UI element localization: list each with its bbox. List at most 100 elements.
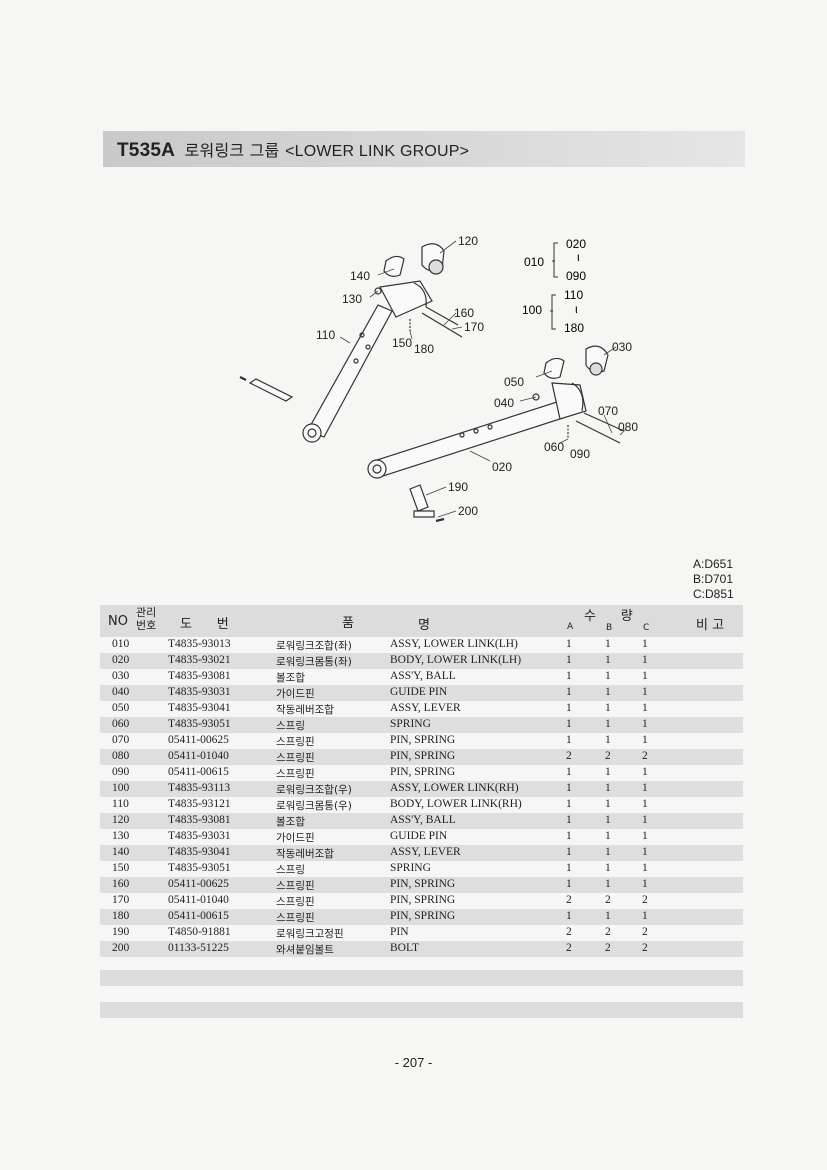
qty-c: 2 bbox=[642, 894, 648, 906]
part-index: 040 bbox=[112, 686, 130, 698]
part-name-korean: 스프링핀 bbox=[276, 912, 315, 924]
model-a: A:D651 bbox=[693, 557, 734, 571]
part-name-english: SPRING bbox=[390, 862, 431, 874]
model-c: C:D851 bbox=[693, 587, 734, 601]
part-name-english: PIN bbox=[390, 926, 409, 938]
callout-110: 110 bbox=[316, 328, 335, 342]
range-100-to: 180 bbox=[564, 321, 584, 335]
part-number: T4835-93041 bbox=[168, 846, 231, 858]
part-index: 050 bbox=[112, 702, 130, 714]
callout-140: 140 bbox=[350, 269, 370, 283]
qty-b: 2 bbox=[605, 942, 611, 954]
qty-c: 2 bbox=[642, 926, 648, 938]
range-100-sep: ι bbox=[575, 302, 578, 316]
part-name-english: BODY, LOWER LINK(RH) bbox=[390, 798, 522, 810]
leader-lines bbox=[339, 240, 627, 518]
qty-a: 1 bbox=[566, 814, 572, 826]
part-number: 05411-00625 bbox=[168, 878, 229, 890]
part-number: T4835-93031 bbox=[168, 686, 231, 698]
range-100-from: 110 bbox=[564, 288, 583, 302]
part-name-korean: 볼조합 bbox=[276, 816, 305, 828]
qty-b: 1 bbox=[605, 878, 611, 890]
header-name-1: 품 bbox=[342, 616, 354, 631]
part-name-korean: 작동레버조합 bbox=[276, 848, 334, 860]
part-number: 05411-01040 bbox=[168, 894, 229, 906]
part-name-english: PIN, SPRING bbox=[390, 734, 456, 746]
qty-c: 1 bbox=[642, 766, 648, 778]
callout-030: 030 bbox=[612, 340, 632, 354]
callout-060: 060 bbox=[544, 440, 564, 454]
part-name-english: GUIDE PIN bbox=[390, 830, 448, 842]
part-name-korean: 스프링핀 bbox=[276, 880, 315, 892]
qty-a: 1 bbox=[566, 878, 572, 890]
qty-b: 2 bbox=[605, 926, 611, 938]
part-number: T4835-93051 bbox=[168, 862, 231, 874]
part-name-english: GUIDE PIN bbox=[390, 686, 448, 698]
part-name-korean: 스프링 bbox=[276, 864, 305, 876]
part-number: T4835-93081 bbox=[168, 814, 231, 826]
qty-b: 1 bbox=[605, 670, 611, 682]
qty-b: 1 bbox=[605, 654, 611, 666]
qty-c: 1 bbox=[642, 862, 648, 874]
part-index: 100 bbox=[112, 782, 130, 794]
callout-070: 070 bbox=[598, 404, 618, 418]
header-part-number: 도 번 bbox=[180, 617, 229, 632]
part-name-english: SPRING bbox=[390, 718, 431, 730]
header-qty-b: B bbox=[606, 623, 613, 633]
part-name-english: PIN, SPRING bbox=[390, 894, 456, 906]
qty-a: 1 bbox=[566, 910, 572, 922]
part-name-english: BODY, LOWER LINK(LH) bbox=[390, 654, 522, 666]
qty-b: 1 bbox=[605, 702, 611, 714]
part-name-english: PIN, SPRING bbox=[390, 878, 456, 890]
qty-a: 1 bbox=[566, 718, 572, 730]
callout-190: 190 bbox=[448, 480, 468, 494]
qty-c: 1 bbox=[642, 670, 648, 682]
callout-020: 020 bbox=[492, 460, 512, 474]
qty-c: 1 bbox=[642, 702, 648, 714]
header-qty-c: C bbox=[643, 623, 650, 633]
qty-b: 1 bbox=[605, 830, 611, 842]
callout-170: 170 bbox=[464, 320, 484, 334]
part-name-korean: 스프링핀 bbox=[276, 768, 315, 780]
qty-a: 1 bbox=[566, 798, 572, 810]
table-footer-band-1 bbox=[100, 970, 743, 986]
header-remarks: 비 고 bbox=[696, 618, 725, 633]
part-name-korean: 로워링크고정핀 bbox=[276, 928, 344, 940]
part-name-english: PIN, SPRING bbox=[390, 910, 456, 922]
callout-080: 080 bbox=[618, 420, 638, 434]
range-010-to: 090 bbox=[566, 269, 586, 283]
part-number: 05411-00625 bbox=[168, 734, 229, 746]
part-index: 030 bbox=[112, 670, 130, 682]
part-index: 080 bbox=[112, 750, 130, 762]
part-name-korean: 작동레버조합 bbox=[276, 704, 334, 716]
group-name-english: <LOWER LINK GROUP> bbox=[285, 143, 470, 160]
title-bar bbox=[103, 131, 745, 167]
part-number: T4835-93021 bbox=[168, 654, 231, 666]
qty-c: 1 bbox=[642, 798, 648, 810]
part-index: 200 bbox=[112, 942, 130, 954]
qty-c: 1 bbox=[642, 686, 648, 698]
range-010-from: 020 bbox=[566, 237, 586, 251]
part-name-english: ASSY, LOWER LINK(LH) bbox=[390, 638, 518, 650]
part-name-english: ASSY, LOWER LINK(RH) bbox=[390, 782, 519, 794]
part-name-english: ASS'Y, BALL bbox=[390, 814, 456, 826]
range-100-id: 100 bbox=[522, 303, 542, 317]
qty-c: 2 bbox=[642, 942, 648, 954]
part-name-korean: 스프링 bbox=[276, 720, 305, 732]
header-quantity: 수 량 bbox=[584, 609, 633, 624]
part-number: T4835-93051 bbox=[168, 718, 231, 730]
part-index: 090 bbox=[112, 766, 130, 778]
header-mgmt-no: 관리번호 bbox=[136, 606, 157, 632]
qty-b: 1 bbox=[605, 814, 611, 826]
